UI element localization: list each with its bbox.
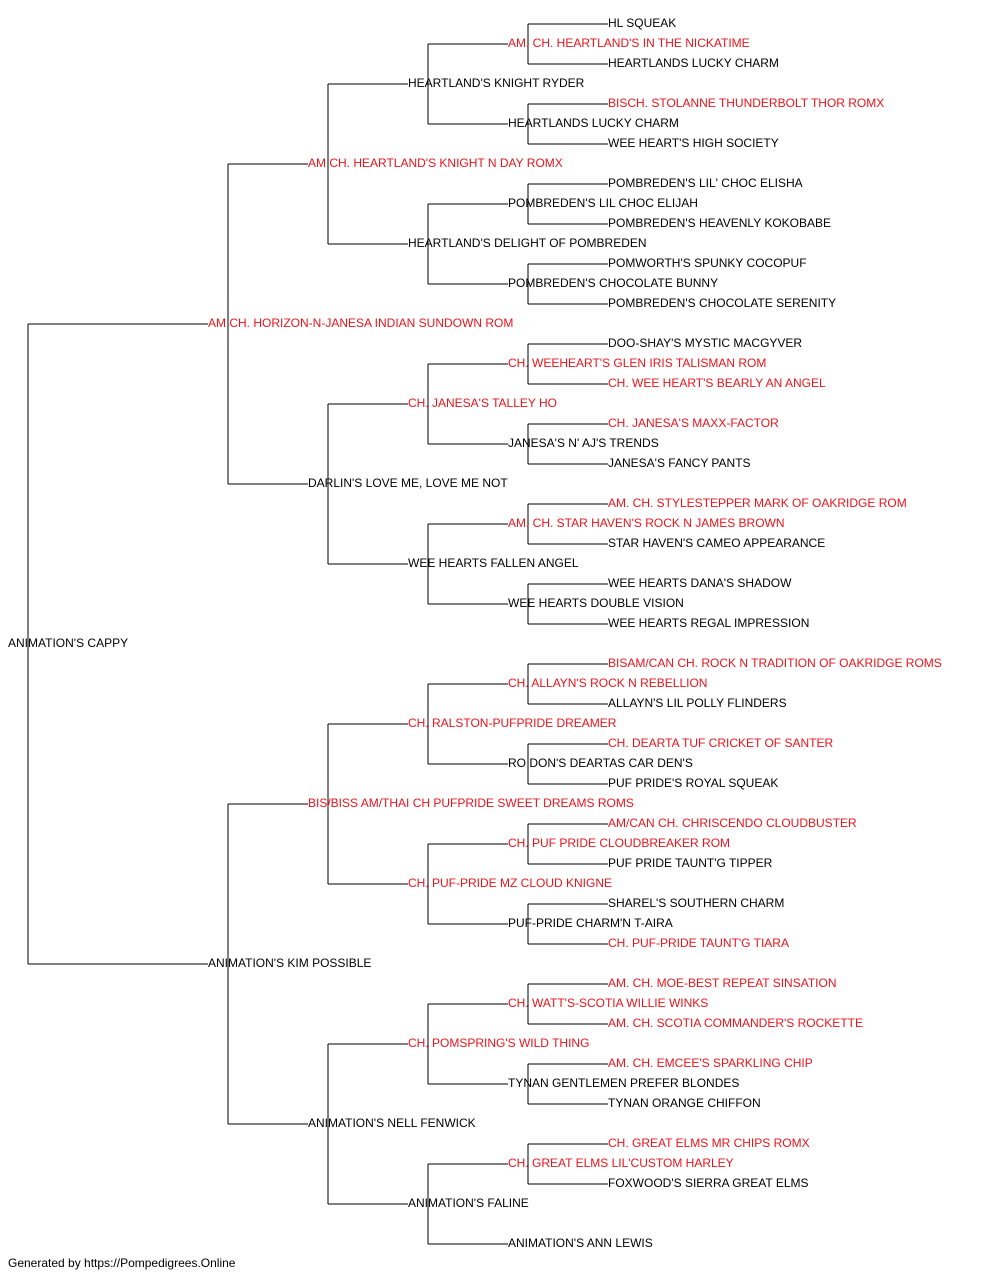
dog-name: POMBREDEN'S HEAVENLY KOKOBABE	[608, 216, 831, 230]
dog-name: STAR HAVEN'S CAMEO APPEARANCE	[608, 536, 825, 550]
dog-name: HEARTLAND'S DELIGHT OF POMBREDEN	[408, 236, 647, 250]
dog-name: ANIMATION'S CAPPY	[8, 636, 128, 650]
dog-name: ANIMATION'S ANN LEWIS	[508, 1236, 653, 1250]
dog-name: AM. CH. SCOTIA COMMANDER'S ROCKETTE	[608, 1016, 863, 1030]
dog-name: CH. WEE HEART'S BEARLY AN ANGEL	[608, 376, 826, 390]
dog-name: HEARTLAND'S KNIGHT RYDER	[408, 76, 585, 90]
dog-name: CH. POMSPRING'S WILD THING	[408, 1036, 589, 1050]
dog-name: TYNAN GENTLEMEN PREFER BLONDES	[508, 1076, 739, 1090]
dog-name: HEARTLANDS LUCKY CHARM	[608, 56, 779, 70]
dog-name: WEE HEARTS DOUBLE VISION	[508, 596, 684, 610]
dog-name: CH. ALLAYN'S ROCK N REBELLION	[508, 676, 707, 690]
dog-name: POMBREDEN'S CHOCOLATE SERENITY	[608, 296, 836, 310]
dog-name: WEE HEARTS REGAL IMPRESSION	[608, 616, 809, 630]
dog-name: AM CH. HEARTLAND'S KNIGHT N DAY ROMX	[308, 156, 563, 170]
dog-name: DOO-SHAY'S MYSTIC MACGYVER	[608, 336, 802, 350]
dog-name: CH. RALSTON-PUFPRIDE DREAMER	[408, 716, 617, 730]
dog-name: ANIMATION'S FALINE	[408, 1196, 529, 1210]
dog-name: AM. CH. STYLESTEPPER MARK OF OAKRIDGE RO…	[608, 496, 907, 510]
dog-name: TYNAN ORANGE CHIFFON	[608, 1096, 761, 1110]
dog-name: POMBREDEN'S LIL' CHOC ELISHA	[608, 176, 803, 190]
pedigree-tree: ANIMATION'S CAPPY AM CH. HORIZON-N-JANESA…	[8, 16, 942, 1250]
dog-name: CH. PUF PRIDE CLOUDBREAKER ROM	[508, 836, 730, 850]
dog-name: CH. GREAT ELMS LIL'CUSTOM HARLEY	[508, 1156, 734, 1170]
dog-name: POMWORTH'S SPUNKY COCOPUF	[608, 256, 807, 270]
dog-name: RO DON'S DEARTAS CAR DEN'S	[508, 756, 693, 770]
dog-name: AM CH. HORIZON-N-JANESA INDIAN SUNDOWN R…	[208, 316, 513, 330]
dog-name: AM. CH. MOE-BEST REPEAT SINSATION	[608, 976, 836, 990]
dog-name: CH. PUF-PRIDE MZ CLOUD KNIGNE	[408, 876, 612, 890]
dog-name: CH. WATT'S-SCOTIA WILLIE WINKS	[508, 996, 708, 1010]
dog-name: ANIMATION'S NELL FENWICK	[308, 1116, 476, 1130]
name-labels: ANIMATION'S CAPPY AM CH. HORIZON-N-JANESA…	[8, 16, 942, 1250]
dog-name: AM. CH. STAR HAVEN'S ROCK N JAMES BROWN	[508, 516, 785, 530]
dog-name: CH. GREAT ELMS MR CHIPS ROMX	[608, 1136, 810, 1150]
dog-name: SHAREL'S SOUTHERN CHARM	[608, 896, 784, 910]
dog-name: AM/CAN CH. CHRISCENDO CLOUDBUSTER	[608, 816, 857, 830]
dog-name: ALLAYN'S LIL POLLY FLINDERS	[608, 696, 787, 710]
dog-name: CH. WEEHEART'S GLEN IRIS TALISMAN ROM	[508, 356, 766, 370]
dog-name: PUF PRIDE'S ROYAL SQUEAK	[608, 776, 778, 790]
dog-name: BISCH. STOLANNE THUNDERBOLT THOR ROMX	[608, 96, 884, 110]
dog-name: POMBREDEN'S LIL CHOC ELIJAH	[508, 196, 698, 210]
dog-name: BIS/BISS AM/THAI CH PUFPRIDE SWEET DREAM…	[308, 796, 634, 810]
dog-name: PUF-PRIDE CHARM'N T-AIRA	[508, 916, 673, 930]
dog-name: JANESA'S N' AJ'S TRENDS	[508, 436, 659, 450]
dog-name: CH. PUF-PRIDE TAUNT'G TIARA	[608, 936, 789, 950]
dog-name: DARLIN'S LOVE ME, LOVE ME NOT	[308, 476, 508, 490]
dog-name: FOXWOOD'S SIERRA GREAT ELMS	[608, 1176, 809, 1190]
dog-name: HEARTLANDS LUCKY CHARM	[508, 116, 679, 130]
dog-name: BISAM/CAN CH. ROCK N TRADITION OF OAKRID…	[608, 656, 942, 670]
dog-name: CH. JANESA'S TALLEY HO	[408, 396, 557, 410]
connector-lines	[27, 23, 608, 1245]
dog-name: JANESA'S FANCY PANTS	[608, 456, 751, 470]
footer-credit: Generated by https://Pompedigrees.Online	[8, 1256, 236, 1270]
dog-name: WEE HEART'S HIGH SOCIETY	[608, 136, 779, 150]
dog-name: CH. DEARTA TUF CRICKET OF SANTER	[608, 736, 833, 750]
dog-name: AM. CH. HEARTLAND'S IN THE NICKATIME	[508, 36, 750, 50]
dog-name: WEE HEARTS FALLEN ANGEL	[408, 556, 579, 570]
dog-name: ANIMATION'S KIM POSSIBLE	[208, 956, 371, 970]
dog-name: POMBREDEN'S CHOCOLATE BUNNY	[508, 276, 718, 290]
dog-name: PUF PRIDE TAUNT'G TIPPER	[608, 856, 773, 870]
dog-name: AM. CH. EMCEE'S SPARKLING CHIP	[608, 1056, 813, 1070]
dog-name: HL SQUEAK	[608, 16, 676, 30]
dog-name: WEE HEARTS DANA'S SHADOW	[608, 576, 792, 590]
dog-name: CH. JANESA'S MAXX-FACTOR	[608, 416, 779, 430]
